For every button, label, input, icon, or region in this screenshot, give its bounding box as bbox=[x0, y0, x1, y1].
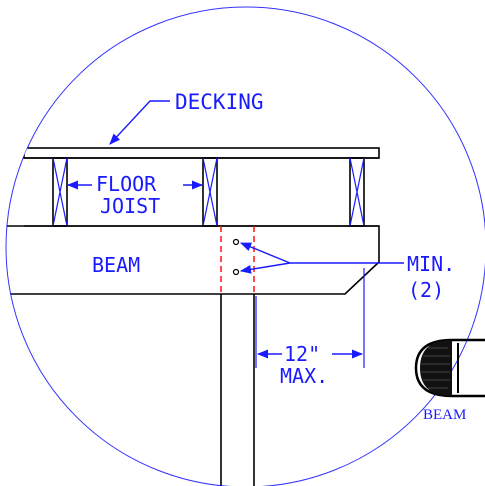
decking-label: DECKING bbox=[175, 90, 264, 114]
bolt-top bbox=[232, 238, 240, 246]
detail-circle bbox=[5, 6, 485, 486]
decking-board bbox=[23, 147, 380, 159]
beam-outline bbox=[6, 225, 380, 295]
beam-label: BEAM bbox=[92, 253, 140, 277]
bolt-leader-top bbox=[239, 242, 291, 264]
beam-profile-icon bbox=[414, 338, 485, 398]
floor-joist-label-line1: FLOOR bbox=[96, 172, 157, 196]
blocking-x-right bbox=[349, 157, 365, 227]
beam-caption: BEAM bbox=[423, 407, 466, 423]
blocking-x-left bbox=[52, 157, 68, 227]
min-label: MIN. bbox=[407, 252, 455, 276]
dimension-label: 12" bbox=[284, 342, 320, 366]
decking-leader-line bbox=[109, 100, 170, 145]
bolt-bottom bbox=[232, 268, 240, 276]
bolt-count-label: (2) bbox=[408, 278, 444, 302]
bolt-leader-bottom bbox=[239, 262, 291, 274]
floor-joist-label-line2: JOIST bbox=[100, 194, 160, 218]
blocking-x-middle bbox=[202, 157, 218, 227]
max-label: MAX. bbox=[280, 364, 328, 388]
